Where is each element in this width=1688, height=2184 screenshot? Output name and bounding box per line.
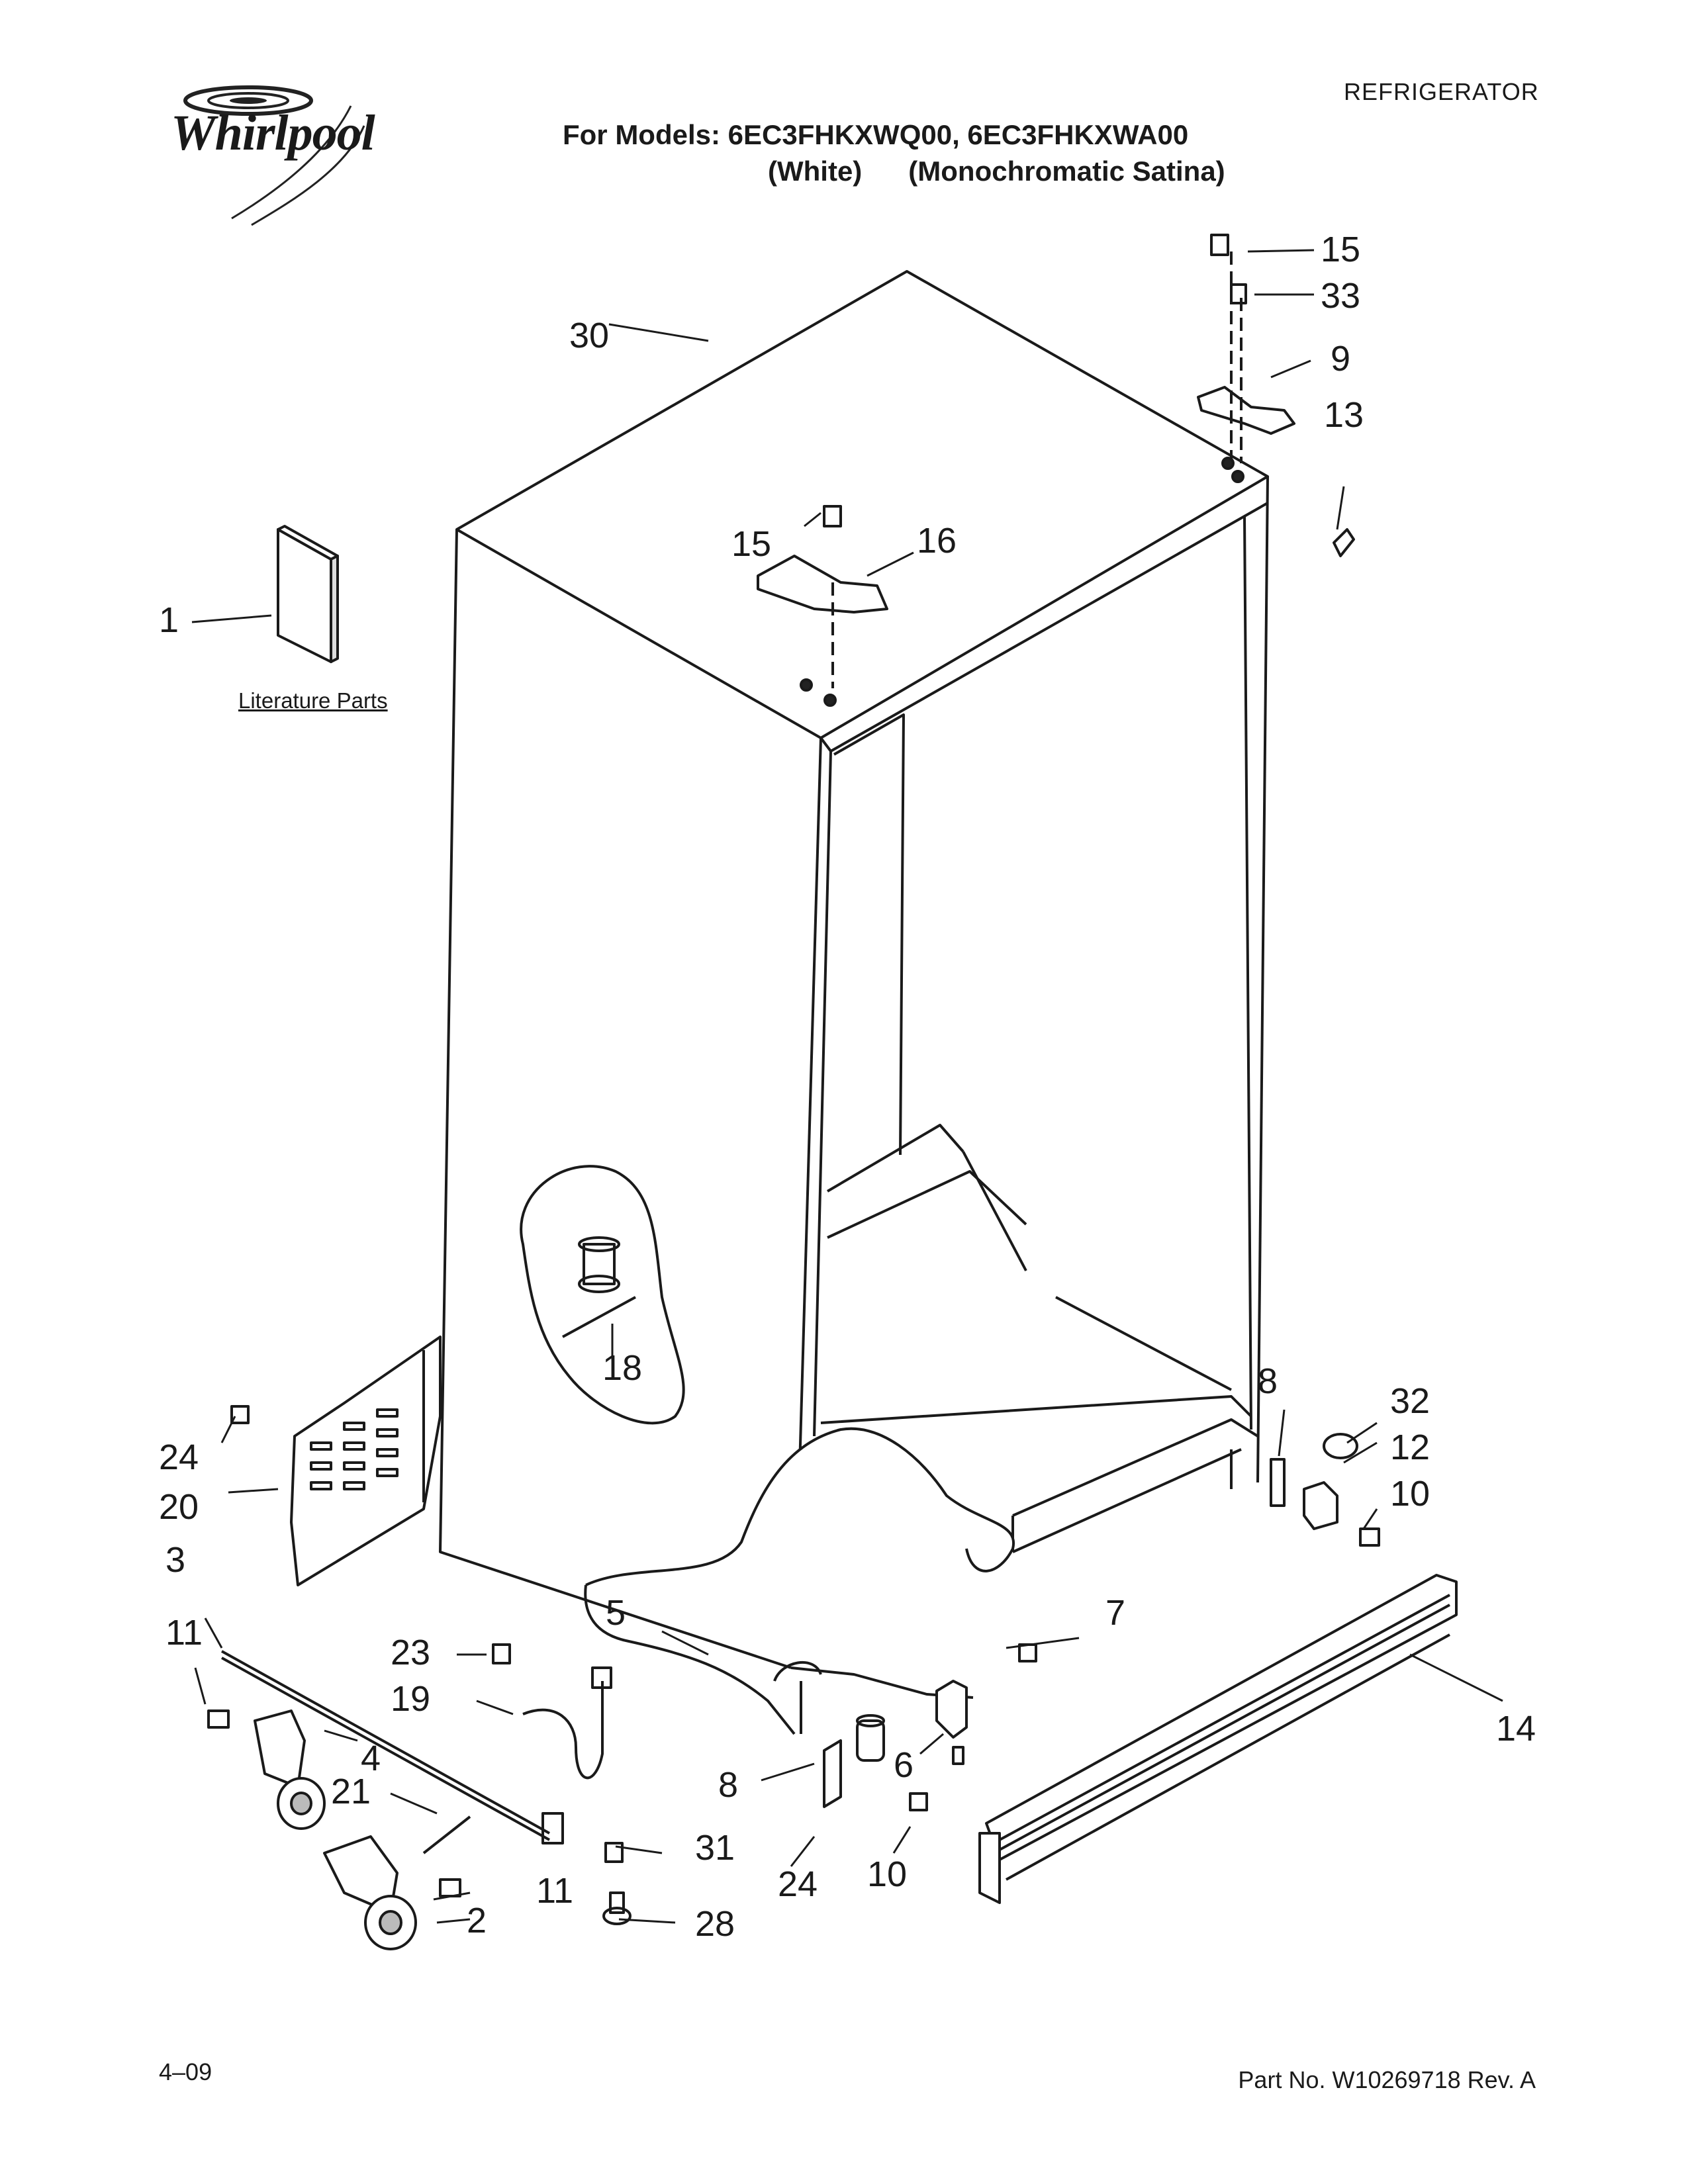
hinge-bracket-block <box>935 1680 968 1739</box>
callout-15-top: 15 <box>1321 230 1361 269</box>
callout-9: 9 <box>1331 339 1351 379</box>
water-line-fitting <box>591 1666 612 1689</box>
callout-23: 23 <box>391 1633 431 1672</box>
door-bracket-part <box>952 1746 964 1765</box>
drain-plug-part <box>562 1236 636 1338</box>
cutaway-plug-area <box>520 1165 685 1425</box>
callout-18: 18 <box>602 1348 643 1388</box>
literature-parts-label: Literature Parts <box>238 688 388 713</box>
leveling-rod <box>221 1650 564 1844</box>
cabinet-shell <box>439 270 1269 1734</box>
literature-parts-booklet <box>277 525 339 663</box>
callout-14: 14 <box>1496 1709 1536 1749</box>
callout-20: 20 <box>159 1487 199 1527</box>
callout-4: 4 <box>361 1739 381 1778</box>
callout-1: 1 <box>159 600 179 640</box>
top-hinge-right <box>1197 251 1295 483</box>
callout-16: 16 <box>917 521 957 561</box>
callout-30: 30 <box>569 316 610 355</box>
callout-19: 19 <box>391 1679 431 1719</box>
base-grille <box>978 1574 1458 1904</box>
cutaway-edge <box>584 1584 796 1735</box>
callout-10-right: 10 <box>1390 1474 1430 1514</box>
callout-leader-lines <box>191 249 1503 1924</box>
rear-grille-panel <box>290 1336 442 1586</box>
callout-12: 12 <box>1390 1428 1430 1467</box>
callout-32: 32 <box>1390 1381 1430 1421</box>
door-stop-washer <box>602 1891 632 1925</box>
cutaway-base <box>585 1427 1015 1586</box>
logo-swirl-icon <box>183 85 365 226</box>
callout-5: 5 <box>606 1593 626 1633</box>
callout-15-center: 15 <box>731 524 772 564</box>
callout-13: 13 <box>1324 395 1364 435</box>
callout-8-right: 8 <box>1258 1361 1278 1401</box>
callout-11-bottom: 11 <box>536 1871 574 1911</box>
callout-10-bottom: 10 <box>867 1854 908 1894</box>
callout-24-bottom: 24 <box>778 1864 818 1904</box>
callout-33: 33 <box>1321 276 1361 316</box>
callout-3: 3 <box>165 1540 186 1580</box>
product-category: REFRIGERATOR <box>1344 78 1539 105</box>
callout-28: 28 <box>695 1904 735 1944</box>
revision-date: 4–09 <box>159 2058 212 2085</box>
hinge-assembly-right <box>1270 1433 1358 1530</box>
bottom-hinge-bracket <box>823 1714 885 1808</box>
brand-wordmark: Whirlpool <box>171 105 375 161</box>
models-heading: For Models: 6EC3FHKXWQ00, 6EC3FHKXWA00 <box>563 119 1189 150</box>
callout-21: 21 <box>331 1772 371 1811</box>
callout-31: 31 <box>695 1828 735 1868</box>
callout-24-left: 24 <box>159 1437 199 1477</box>
axle-pin <box>422 1815 471 1854</box>
callout-2: 2 <box>467 1901 487 1940</box>
model-variants: (White) (Monochromatic Satina) <box>768 156 1225 187</box>
rear-roller-upper <box>254 1709 326 1830</box>
screw-parts <box>207 234 1380 1897</box>
callout-7: 7 <box>1105 1593 1126 1633</box>
callout-8-center: 8 <box>718 1765 739 1805</box>
callout-6: 6 <box>894 1745 914 1785</box>
callout-11-left: 11 <box>165 1613 203 1653</box>
brand-logo <box>152 73 417 232</box>
part-number: Part No. W10269718 Rev. A <box>1238 2066 1536 2093</box>
rear-roller-lower <box>323 1835 417 1950</box>
cutaway-edge-right <box>773 1661 822 1682</box>
water-line-tube <box>522 1681 604 1780</box>
top-hinge-center <box>757 555 888 707</box>
hinge-cover-part <box>1333 528 1355 557</box>
